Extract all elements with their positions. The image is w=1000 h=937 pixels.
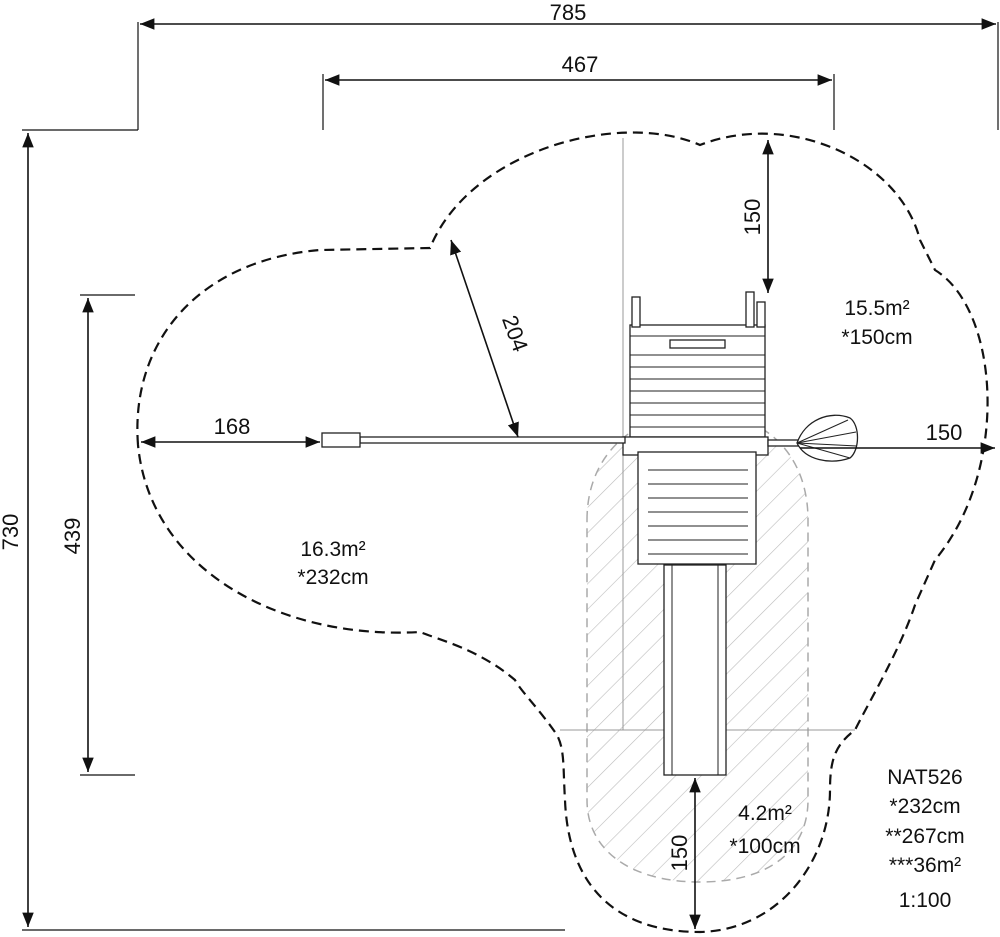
info-line-1: *232cm xyxy=(889,795,960,818)
model-code: NAT526 xyxy=(887,766,962,789)
dim-line-204 xyxy=(450,239,519,438)
dim-label-467: 467 xyxy=(562,52,599,77)
bottom-zone-area: 4.2m² xyxy=(738,802,792,825)
safety-zone-outline xyxy=(136,131,989,934)
dim-label-150-bottom: 150 xyxy=(667,835,692,872)
dim-label-168: 168 xyxy=(214,414,251,439)
bottom-zone-fall-height: *100cm xyxy=(729,835,800,858)
scale-label: 1:100 xyxy=(899,889,952,912)
tower-upper-deck xyxy=(629,291,766,438)
info-line-3: ***36m² xyxy=(889,854,961,877)
info-line-2: **267cm xyxy=(885,825,964,848)
dim-label-730: 730 xyxy=(0,514,23,551)
dim-label-204: 204 xyxy=(497,312,533,355)
slide xyxy=(663,564,727,776)
right-zone-fall-height: *150cm xyxy=(841,326,912,349)
horizontal-arm xyxy=(321,432,799,448)
dim-label-150-right: 150 xyxy=(926,420,963,445)
left-zone-fall-height: *232cm xyxy=(297,566,368,589)
dim-label-150-top: 150 xyxy=(740,199,765,236)
tower-lower-platform xyxy=(622,436,769,565)
dim-label-439: 439 xyxy=(60,518,85,555)
right-zone-area: 15.5m² xyxy=(844,297,909,320)
left-zone-area: 16.3m² xyxy=(300,538,365,561)
dim-label-785: 785 xyxy=(550,0,587,25)
fan-panel xyxy=(796,414,859,462)
